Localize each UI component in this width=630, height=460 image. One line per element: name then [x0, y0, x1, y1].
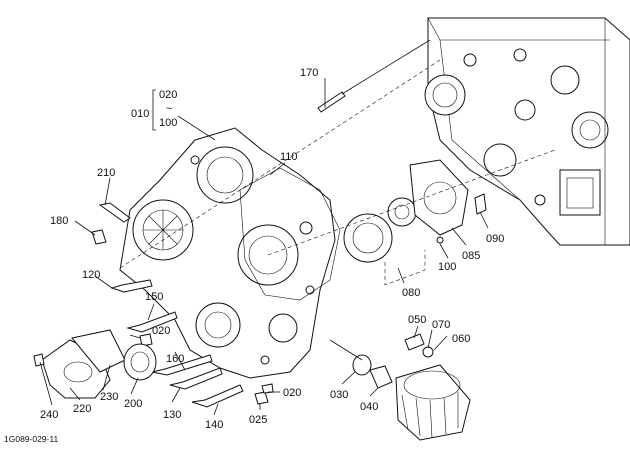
callout-030: 030: [330, 389, 348, 401]
range-tilde: ~: [166, 103, 172, 115]
callout-020-bottom: 020: [283, 387, 301, 399]
callout-025: 025: [249, 414, 267, 426]
callout-050: 050: [408, 314, 426, 326]
callout-240: 240: [40, 409, 58, 421]
engine-block: [424, 17, 630, 246]
callout-160: 160: [166, 353, 184, 365]
callout-150: 150: [145, 291, 163, 303]
callout-220: 220: [73, 403, 91, 415]
stud-170: [317, 39, 431, 113]
callout-090: 090: [486, 233, 504, 245]
gear-case-cover: [119, 127, 336, 379]
bolts-left: [91, 202, 274, 408]
figure-reference: 1G089-029-11: [4, 434, 58, 444]
callout-040: 040: [360, 401, 378, 413]
leader-lines: [39, 59, 556, 416]
callout-170: 170: [300, 67, 318, 79]
gasket-110: [239, 167, 341, 301]
housing-220: [33, 329, 157, 399]
callout-085: 085: [462, 250, 480, 262]
callout-020-mid: 020: [152, 325, 170, 337]
oil-pump-assembly: [343, 159, 487, 286]
callout-100-pump: 100: [438, 261, 456, 273]
callout-070: 070: [432, 319, 450, 331]
callout-060: 060: [452, 333, 470, 345]
callout-210: 210: [97, 167, 115, 179]
callout-200: 200: [124, 398, 142, 410]
callout-230: 230: [100, 391, 118, 403]
filter-assembly: [329, 333, 471, 441]
range-bracket: [152, 89, 156, 131]
callout-020-range-start: 020: [159, 89, 177, 101]
callout-180: 180: [50, 215, 68, 227]
callout-080: 080: [402, 287, 420, 299]
callout-130: 130: [163, 409, 181, 421]
callout-120: 120: [82, 269, 100, 281]
callout-010: 010: [131, 108, 149, 120]
callout-labels: 010 020 ~ 100 170 110 210 180 120 150 02…: [4, 67, 504, 444]
callout-140: 140: [205, 419, 223, 431]
callout-100-range-end: 100: [159, 117, 177, 129]
callout-110: 110: [280, 151, 298, 163]
